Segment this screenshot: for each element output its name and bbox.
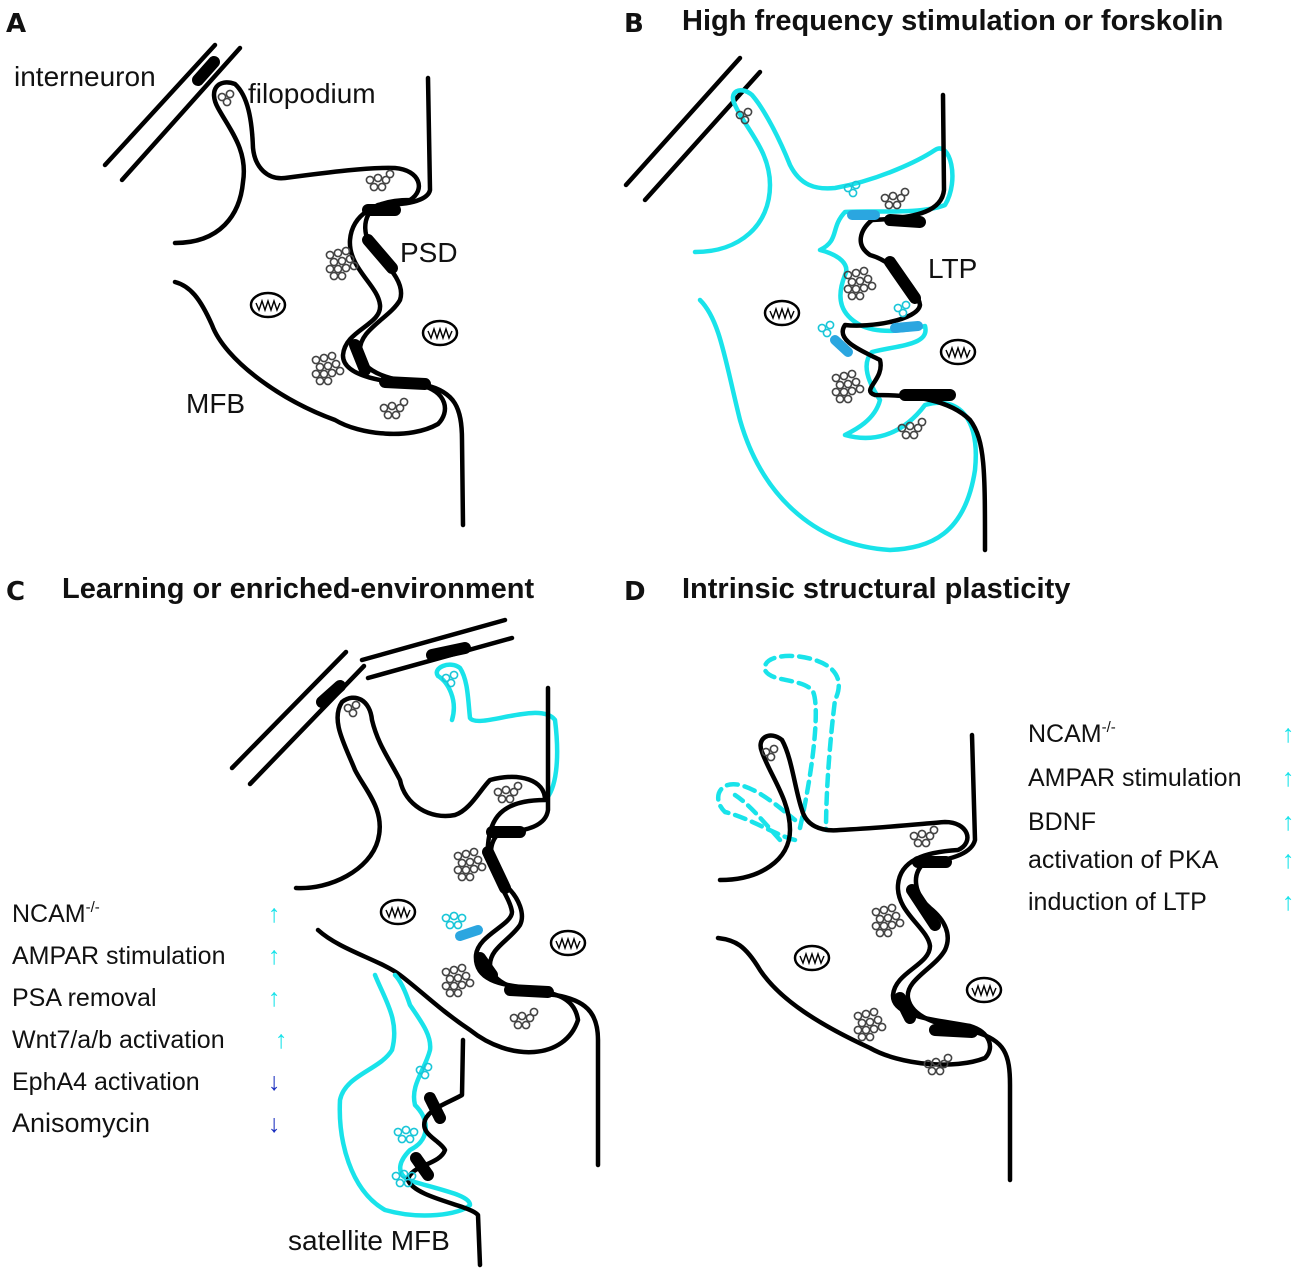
- mitochondrion: [379, 898, 417, 926]
- panel-b-title: High frequency stimulation or forskolin: [682, 5, 1223, 37]
- factor-label: Wnt7/a/b activation: [12, 1026, 225, 1054]
- factor-label: NCAM-/-: [1028, 719, 1116, 748]
- dendrite-membrane: [487, 685, 601, 1168]
- panel-b-letter: B: [624, 9, 644, 39]
- psd-densities: [830, 210, 956, 401]
- satellite-mfb-label: satellite MFB: [288, 1225, 450, 1256]
- up-arrow-icon: ↑: [1282, 846, 1295, 874]
- mfb-bouton-outline: [293, 695, 581, 1055]
- psd-densities: [410, 826, 554, 1181]
- mfb-bouton-outline: [172, 80, 448, 437]
- up-arrow-icon: ↑: [1282, 808, 1295, 836]
- factor-label: AMPAR stimulation: [1028, 764, 1242, 792]
- interneuron-label: interneuron: [14, 61, 156, 92]
- mitochondrion: [549, 929, 587, 957]
- up-arrow-icon: ↑: [1282, 888, 1295, 916]
- up-arrow-icon: ↑: [275, 1026, 288, 1054]
- psd-densities: [349, 204, 431, 390]
- factor-label: induction of LTP: [1028, 888, 1207, 916]
- down-arrow-icon: ↓: [268, 1068, 281, 1096]
- psd-densities: [894, 856, 978, 1038]
- factor-list: NCAM-/- AMPAR stimulation BDNF activatio…: [1028, 719, 1295, 916]
- interneuron-axon: [623, 55, 763, 203]
- filopodium-label: filopodium: [248, 78, 376, 109]
- mfb-label: MFB: [186, 388, 245, 419]
- new-filopodium-outline: [434, 662, 560, 803]
- up-arrow-icon: ↑: [268, 900, 281, 928]
- satellite-mfb-outline: [337, 972, 473, 1218]
- dendrite-membrane: [357, 75, 466, 528]
- dendrite-membrane: [840, 92, 988, 553]
- factor-label: activation of PKA: [1028, 846, 1219, 874]
- panel-c-title: Learning or enriched-environment: [62, 573, 534, 605]
- factor-list: NCAM-/- AMPAR stimulation PSA removal Wn…: [12, 899, 288, 1138]
- up-arrow-icon: ↑: [268, 984, 281, 1012]
- mitochondrion: [939, 338, 977, 366]
- mitochondrion: [965, 976, 1003, 1004]
- mitochondrion: [249, 291, 287, 319]
- panel-c: C Learning or enriched-environment satel…: [6, 573, 601, 1268]
- panel-b: B High frequency stimulation or forskoli…: [623, 5, 1223, 553]
- panel-a-letter: A: [6, 9, 26, 39]
- factor-label: Anisomycin: [12, 1108, 150, 1138]
- up-arrow-icon: ↑: [1282, 764, 1295, 792]
- panel-d-letter: D: [624, 577, 646, 607]
- factor-label: AMPAR stimulation: [12, 942, 226, 970]
- panel-c-letter: C: [6, 577, 25, 607]
- factor-label: BDNF: [1028, 808, 1096, 836]
- panel-d-title: Intrinsic structural plasticity: [682, 573, 1070, 605]
- enlarged-bouton-outline: [692, 88, 978, 553]
- panel-a: A interneuron filopodium PSD MFB: [6, 9, 466, 528]
- mitochondrion: [763, 299, 801, 327]
- up-arrow-icon: ↑: [268, 942, 281, 970]
- mfb-bouton-outline: [715, 733, 993, 1067]
- interneuron-axons: [229, 617, 515, 787]
- ltp-label: LTP: [928, 253, 977, 284]
- panel-d: D Intrinsic structural plasticity NCAM-/…: [624, 573, 1295, 1183]
- mitochondrion: [421, 319, 459, 347]
- factor-label: EphA4 activation: [12, 1068, 200, 1096]
- down-arrow-icon: ↓: [268, 1110, 281, 1138]
- dynamic-filopodia-outline: [715, 653, 842, 843]
- factor-label: NCAM-/-: [12, 899, 100, 928]
- factor-label: PSA removal: [12, 984, 157, 1012]
- interneuron-axon: [102, 42, 243, 183]
- up-arrow-icon: ↑: [1282, 720, 1295, 748]
- psd-label: PSD: [400, 237, 458, 268]
- mitochondrion: [793, 944, 831, 972]
